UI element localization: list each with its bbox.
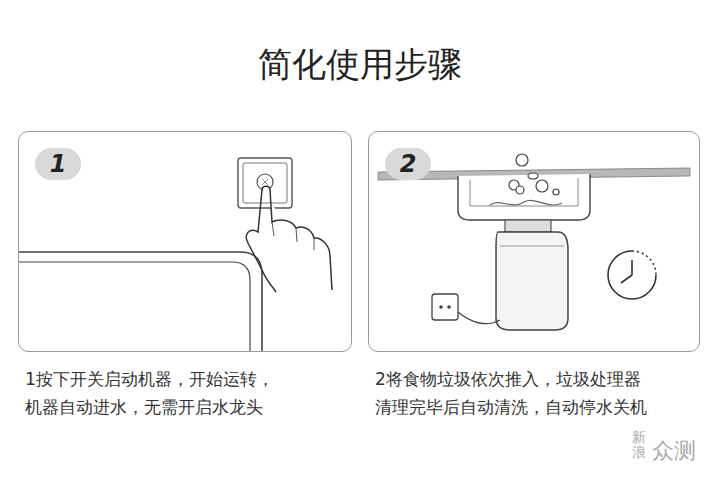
- clock-dotted: [632, 251, 656, 275]
- watermark: 新浪: [632, 430, 646, 461]
- step-badge: 2: [385, 148, 431, 180]
- food-items: [509, 154, 559, 195]
- step-panel: 2将食物垃圾依次推入，垃圾处理器 清理完毕后自动清洗，自动停水关机2: [368, 131, 700, 352]
- step-number: 1: [50, 150, 67, 178]
- hand: [246, 190, 276, 292]
- wall-socket: [432, 294, 458, 320]
- page-title: 简化使用步骤: [0, 42, 720, 88]
- step-caption: 2将食物垃圾依次推入，垃圾处理器 清理完毕后自动清洗，自动停水关机: [375, 365, 655, 421]
- button-mark: [262, 179, 268, 185]
- watermark: 众测: [652, 436, 696, 466]
- step-badge: 1: [35, 148, 81, 180]
- sink-bowl: [458, 174, 590, 220]
- disposer-seam: [500, 246, 564, 247]
- switch-inner: [243, 163, 287, 203]
- step-number: 2: [400, 150, 417, 178]
- sink-outline: [19, 252, 262, 351]
- power-cord: [458, 312, 500, 324]
- disposer-body: [496, 232, 568, 330]
- clock: [608, 251, 656, 299]
- food-scraps: [490, 200, 562, 205]
- drain-flange: [505, 220, 551, 232]
- step-panel: 1按下开关启动机器，开始运转， 机器自动进水，无需开启水龙头1: [18, 131, 352, 352]
- step-caption: 1按下开关启动机器，开始运转， 机器自动进水，无需开启水龙头: [25, 365, 287, 421]
- sink-bowl-inner: [470, 178, 578, 206]
- sink-inner: [19, 262, 250, 351]
- hand: [262, 186, 332, 290]
- clock-hands: [621, 260, 632, 283]
- switch-plate: [238, 158, 292, 208]
- finger-lines: [272, 222, 314, 250]
